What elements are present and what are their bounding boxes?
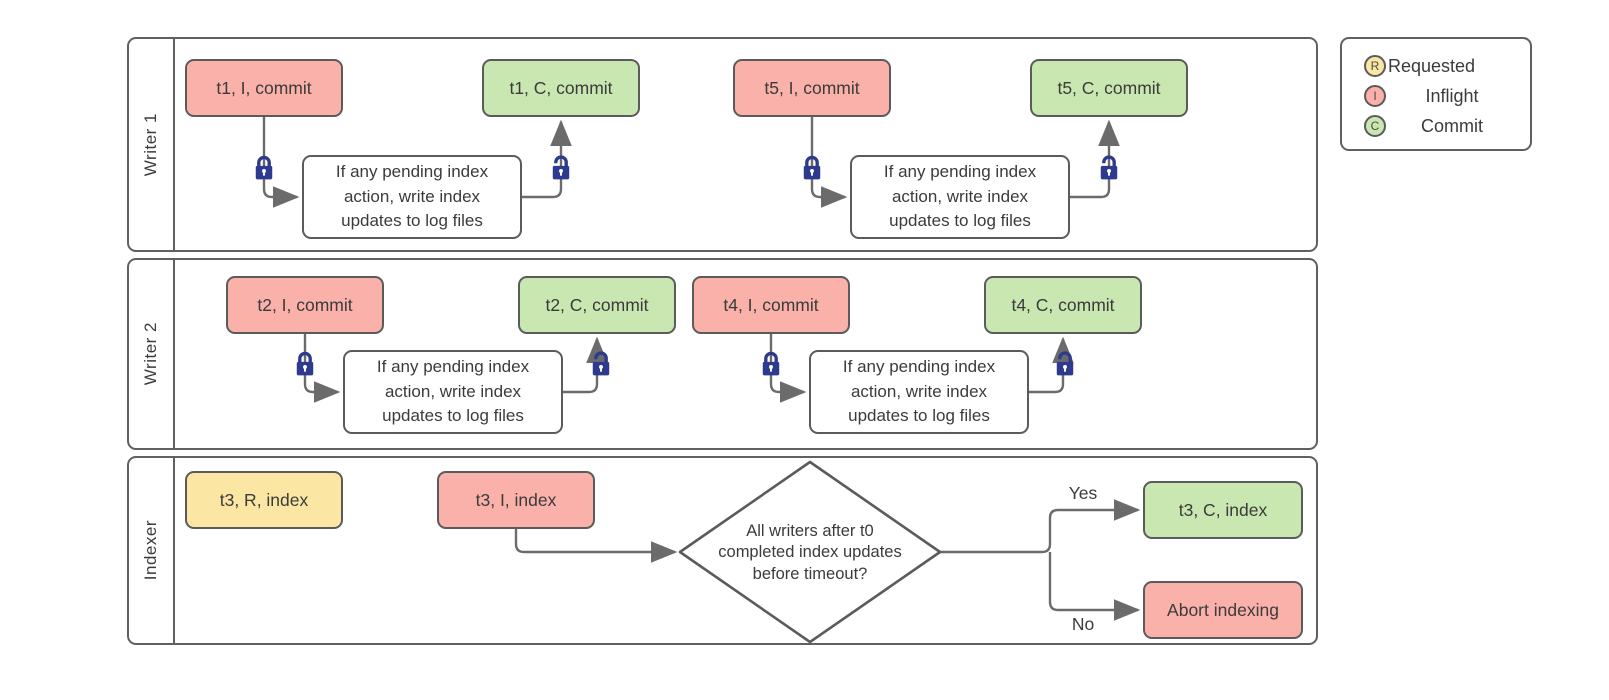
open-lock-icon bbox=[588, 350, 614, 379]
lane-label-indexer: Indexer bbox=[141, 520, 160, 581]
decision-text: All writers after t0 completed index upd… bbox=[718, 522, 902, 583]
node-t3-commit-index: t3, C, index bbox=[1143, 481, 1303, 539]
node-t4-commit-commit: t4, C, commit bbox=[984, 276, 1142, 334]
open-lock-icon bbox=[548, 154, 574, 183]
legend-item-requested: R Requested bbox=[1364, 53, 1518, 79]
node-t5-inflight-commit: t5, I, commit bbox=[733, 59, 891, 117]
legend-item-inflight: I Inflight bbox=[1364, 83, 1518, 109]
closed-lock-icon bbox=[251, 154, 277, 183]
closed-lock-icon bbox=[758, 350, 784, 379]
legend-label-requested: Requested bbox=[1388, 55, 1476, 76]
node-t1-inflight-commit: t1, I, commit bbox=[185, 59, 343, 117]
node-process-writer1-b: If any pending index action, write index… bbox=[850, 155, 1070, 239]
legend: R Requested I Inflight C Commit bbox=[1340, 37, 1532, 151]
swimlane-writer-1-header: Writer 1 bbox=[129, 39, 175, 250]
node-t3-requested-index: t3, R, index bbox=[185, 471, 343, 529]
node-t4-inflight-commit: t4, I, commit bbox=[692, 276, 850, 334]
open-lock-icon bbox=[1096, 154, 1122, 183]
edge-label-yes: Yes bbox=[1068, 483, 1098, 503]
node-t2-inflight-commit: t2, I, commit bbox=[226, 276, 384, 334]
lane-label-writer-2: Writer 2 bbox=[141, 322, 160, 386]
node-t1-commit-commit: t1, C, commit bbox=[482, 59, 640, 117]
node-abort-indexing: Abort indexing bbox=[1143, 581, 1303, 639]
node-t2-commit-commit: t2, C, commit bbox=[518, 276, 676, 334]
node-process-writer1-a: If any pending index action, write index… bbox=[302, 155, 522, 239]
inflight-state-icon: I bbox=[1364, 85, 1386, 107]
legend-item-commit: C Commit bbox=[1364, 113, 1518, 139]
node-process-writer2-b: If any pending index action, write index… bbox=[809, 350, 1029, 434]
edge-label-no: No bbox=[1071, 614, 1095, 634]
node-t5-commit-commit: t5, C, commit bbox=[1030, 59, 1188, 117]
commit-state-icon: C bbox=[1364, 115, 1386, 137]
swimlane-writer-2-header: Writer 2 bbox=[129, 260, 175, 448]
closed-lock-icon bbox=[292, 350, 318, 379]
open-lock-icon bbox=[1052, 350, 1078, 379]
closed-lock-icon bbox=[799, 154, 825, 183]
swimlane-indexer-header: Indexer bbox=[129, 458, 175, 643]
requested-state-icon: R bbox=[1364, 55, 1386, 77]
node-process-writer2-a: If any pending index action, write index… bbox=[343, 350, 563, 434]
lane-label-writer-1: Writer 1 bbox=[141, 112, 160, 177]
legend-label-inflight: Inflight bbox=[1425, 85, 1479, 106]
node-t3-inflight-index: t3, I, index bbox=[437, 471, 595, 529]
legend-label-commit: Commit bbox=[1421, 115, 1483, 136]
